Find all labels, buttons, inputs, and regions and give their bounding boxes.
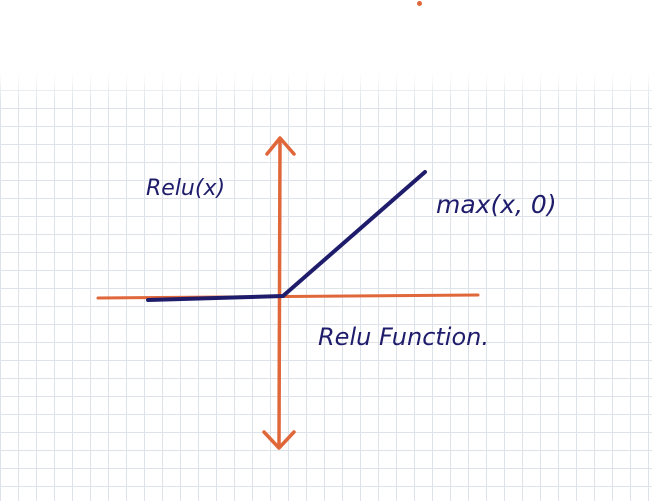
y-axis-arrow-down (262, 430, 296, 450)
caption-label: Relu Function. (318, 323, 489, 351)
relu-curve (146, 170, 427, 302)
grid-top-fade (0, 72, 652, 102)
formula-label: max(x, 0) (436, 190, 557, 219)
grid-paper (0, 72, 652, 501)
x-axis (96, 293, 480, 300)
stray-ink-dot (417, 1, 422, 6)
y-axis-label: Relu(x) (146, 176, 225, 201)
y-axis (277, 138, 282, 448)
y-axis-arrow-up (265, 136, 296, 156)
